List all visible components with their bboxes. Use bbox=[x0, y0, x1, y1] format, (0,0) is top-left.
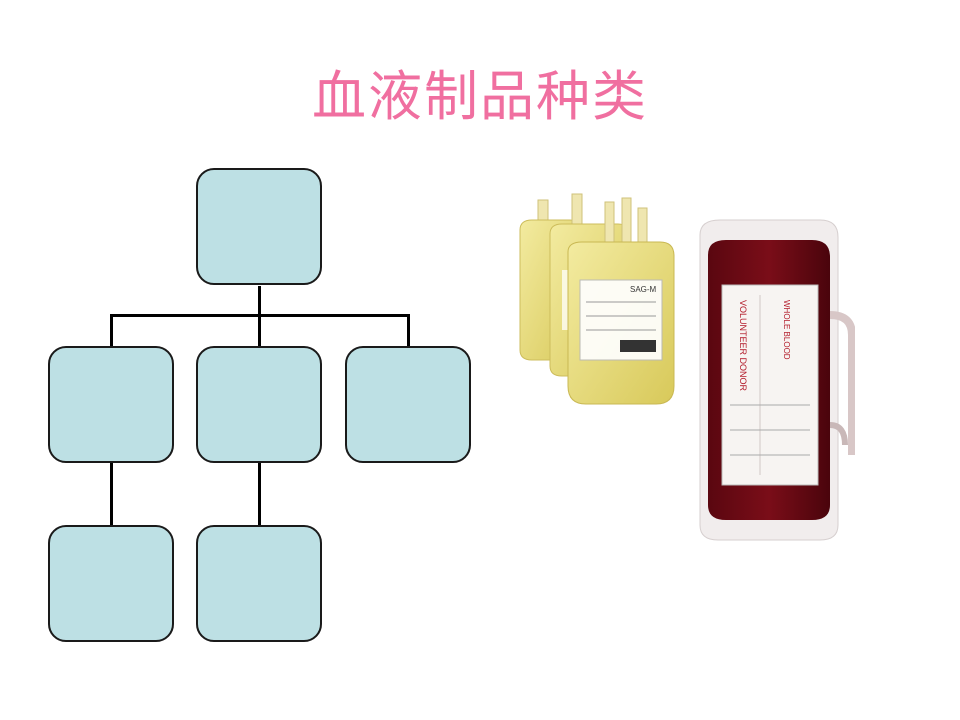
connector-right-drop bbox=[407, 314, 410, 347]
connector-middle-drop bbox=[258, 314, 261, 347]
plasma-bag-label: SAG-M bbox=[630, 285, 657, 294]
connector-middle-lower bbox=[258, 463, 261, 526]
whole-blood-bag-image: VOLUNTEER DONOR WHOLE BLOOD bbox=[699, 219, 855, 541]
plasma-bags-image: SAG-M bbox=[519, 193, 675, 405]
org-box-level2-right bbox=[345, 346, 471, 463]
org-box-level3-left bbox=[48, 525, 174, 642]
blood-bag-label-donor: VOLUNTEER DONOR bbox=[738, 300, 748, 392]
org-box-level3-middle bbox=[196, 525, 322, 642]
org-box-level2-middle bbox=[196, 346, 322, 463]
connector-left-lower bbox=[110, 463, 113, 526]
org-box-level2-left bbox=[48, 346, 174, 463]
slide-title: 血液制品种类 bbox=[312, 65, 648, 128]
connector-left-drop bbox=[110, 314, 113, 347]
org-box-root bbox=[196, 168, 322, 285]
blood-bag-label-whole: WHOLE BLOOD bbox=[782, 300, 791, 360]
connector-top-vertical bbox=[258, 286, 261, 316]
